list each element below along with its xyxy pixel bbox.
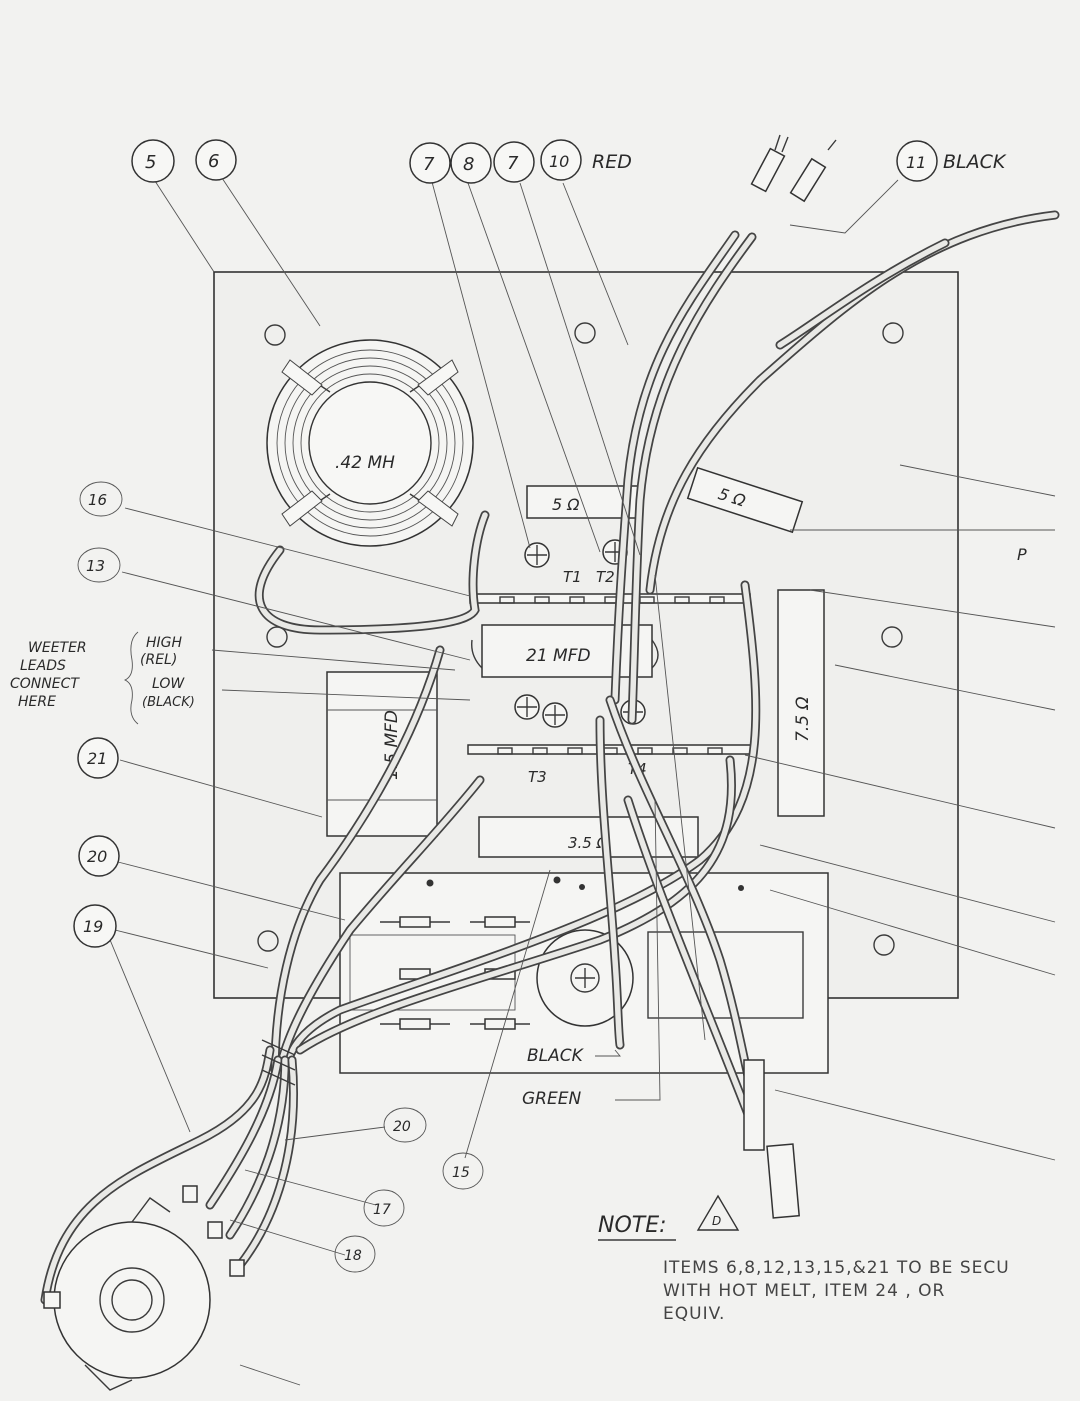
- callout-17: 17: [363, 1189, 405, 1227]
- svg-text:(BLACK): (BLACK): [142, 695, 195, 710]
- svg-text:11: 11: [906, 153, 926, 172]
- callout-8: 8: [450, 142, 492, 184]
- wire-harness: [40, 210, 1060, 1305]
- svg-text:18: 18: [344, 1248, 362, 1264]
- callout-20a: 20: [78, 835, 120, 877]
- t3-label: T3: [528, 768, 547, 786]
- red-label: RED: [592, 151, 632, 173]
- callout-19: 19: [73, 904, 117, 948]
- t1-label: T1: [563, 568, 582, 586]
- svg-text:15: 15: [452, 1165, 470, 1181]
- svg-text:LEADS: LEADS: [20, 658, 66, 674]
- svg-text:7: 7: [423, 154, 435, 175]
- black-label-bottom: BLACK: [527, 1046, 585, 1066]
- side-p-label: P: [1017, 545, 1027, 564]
- svg-text:21: 21: [87, 749, 107, 768]
- callout-7a: 7: [409, 142, 451, 184]
- callout-16: 16: [79, 481, 123, 517]
- svg-text:D: D: [712, 1214, 721, 1228]
- svg-text:3.5 Ω: 3.5 Ω: [568, 834, 609, 852]
- callout-21: 21: [77, 737, 119, 779]
- tweeter-leads-note: WEETER LEADS CONNECT HERE HIGH (REL) LOW…: [10, 631, 195, 725]
- callout-20b: 20: [383, 1107, 427, 1143]
- capacitor-21mfd: 21 MFD: [471, 624, 659, 678]
- spade-terminal: [743, 1059, 800, 1219]
- sub-board: [339, 872, 829, 1074]
- t2-label: T2: [596, 568, 615, 586]
- top-connectors: [750, 134, 837, 203]
- note-line-2: WITH HOT MELT, ITEM 24 , OR: [663, 1281, 945, 1301]
- potentiometer: [43, 1185, 245, 1391]
- svg-text:(REL): (REL): [140, 652, 177, 668]
- callout-15: 15: [442, 1152, 484, 1190]
- inductor-label: .42 MH: [335, 453, 395, 473]
- svg-text:17: 17: [373, 1202, 391, 1218]
- callout-5: 5: [131, 139, 175, 183]
- svg-text:6: 6: [208, 151, 219, 172]
- note-title: NOTE:: [598, 1213, 667, 1238]
- svg-text:HERE: HERE: [18, 694, 56, 710]
- svg-text:7: 7: [507, 153, 519, 174]
- svg-text:8: 8: [463, 154, 474, 175]
- svg-text:21 MFD: 21 MFD: [526, 646, 591, 666]
- callout-11: 11: [896, 140, 938, 182]
- callout-13: 13: [77, 547, 121, 583]
- svg-text:10: 10: [549, 152, 569, 171]
- black-label-top: BLACK: [943, 151, 1007, 173]
- green-label: GREEN: [522, 1089, 581, 1109]
- svg-text:20: 20: [87, 847, 107, 866]
- callout-6: 6: [195, 139, 237, 181]
- callout-18: 18: [334, 1235, 376, 1273]
- note-block: NOTE: D ITEMS 6,8,12,13,15,&21 TO BE SEC…: [598, 1194, 1010, 1324]
- svg-text:CONNECT: CONNECT: [10, 676, 80, 692]
- svg-text:7.5 Ω: 7.5 Ω: [793, 697, 813, 742]
- leader-lines: [107, 177, 1056, 1386]
- svg-text:LOW: LOW: [152, 676, 185, 692]
- note-triangle-icon: [696, 1194, 740, 1231]
- note-line-3: EQUIV.: [663, 1304, 725, 1324]
- svg-text:WEETER: WEETER: [28, 640, 87, 656]
- svg-text:5 Ω: 5 Ω: [552, 495, 580, 514]
- resistor-7-5ohm: 7.5 Ω: [777, 589, 825, 817]
- note-line-1: ITEMS 6,8,12,13,15,&21 TO BE SECU: [663, 1258, 1010, 1278]
- svg-text:HIGH: HIGH: [146, 635, 183, 651]
- mounting-holes: [257, 322, 904, 956]
- inductor-coil: .42 MH: [266, 339, 474, 547]
- callout-10: 10: [540, 139, 582, 181]
- resistor-5ohm-right: 5 Ω: [686, 466, 804, 534]
- svg-text:19: 19: [83, 917, 103, 936]
- svg-text:20: 20: [393, 1119, 411, 1135]
- callout-7b: 7: [493, 141, 535, 183]
- svg-text:16: 16: [88, 491, 107, 509]
- svg-text:5: 5: [145, 152, 156, 173]
- svg-text:13: 13: [86, 557, 105, 575]
